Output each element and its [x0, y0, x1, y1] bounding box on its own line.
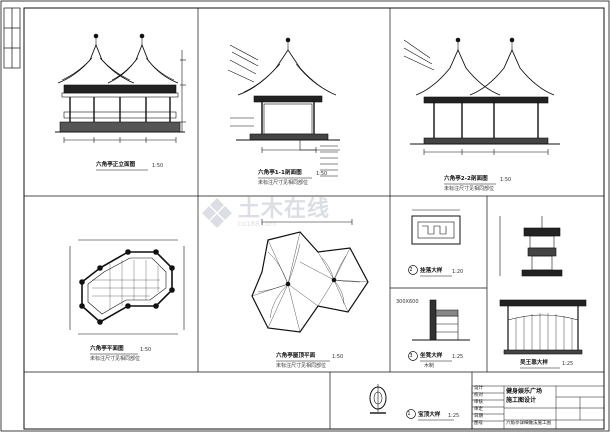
seat-dimension-label: 300X600 — [396, 299, 419, 305]
titleblock-row-check: 校对 — [474, 393, 483, 398]
titleblock-row-number: 图号 — [474, 421, 483, 426]
elevation-title: 六角亭正立面图 — [96, 162, 136, 168]
detail-circle-3 — [408, 351, 418, 361]
section22-scale: 1:50 — [500, 177, 512, 183]
wuwangkao-detail-drawing — [499, 299, 587, 355]
plan-note: 未标注尺寸见相同部位 — [90, 356, 141, 362]
title-block — [471, 385, 605, 430]
elevation-drawing — [55, 33, 186, 143]
section-2-2-drawing — [403, 37, 560, 155]
detail-circle-1 — [406, 409, 416, 419]
plan-drawing — [69, 239, 185, 335]
section-1-1-drawing — [227, 37, 340, 177]
detail1-scale: 1:25 — [448, 413, 460, 419]
section22-note: 未标注尺寸见相同部位 — [444, 186, 495, 192]
detail-circle-3-label: 3 — [409, 353, 413, 359]
plan-scale: 1:50 — [140, 347, 152, 353]
titleblock-drawing: 施工图设计 — [506, 397, 537, 404]
section11-scale: 1:50 — [316, 171, 328, 177]
detail4-scale: 1:25 — [562, 361, 574, 367]
elevation-scale: 1:50 — [152, 163, 164, 169]
titleblock-row-approve: 审定 — [474, 407, 483, 412]
roof-plan-drawing — [251, 219, 369, 333]
railing-detail-drawing — [411, 209, 461, 245]
detail3-scale: 1:25 — [452, 354, 464, 360]
roofplan-note: 未标注尺寸见相同部位 — [276, 363, 327, 369]
detail-circle-2 — [408, 265, 418, 275]
detail3-sub: 木制 — [424, 363, 435, 369]
titleblock-row-date: 日期 — [474, 414, 483, 419]
titleblock-row-review: 审核 — [474, 400, 483, 405]
section22-title: 六角亭2-2剖面图 — [444, 176, 488, 182]
detail3-title: 坐凳大样 — [420, 353, 443, 359]
titleblock-project: 健身娱乐广场 — [506, 388, 543, 395]
drawing-frame — [23, 7, 605, 430]
roofplan-scale: 1:50 — [332, 354, 344, 360]
finial-section-drawing — [369, 384, 387, 414]
detail2-scale: 1:20 — [452, 269, 464, 275]
detail2-title: 挂落大样 — [420, 268, 443, 274]
detail-circle-1-label: 1 — [407, 411, 411, 417]
plan-title: 六角亭平面图 — [90, 346, 124, 352]
section11-title: 六角亭1-1剖面图 — [258, 170, 302, 176]
watermark-text: 土木在线 — [238, 196, 331, 222]
bench-detail-drawing — [412, 299, 470, 341]
detail4-title: 吴王靠大样 — [520, 360, 548, 366]
titleblock-row-design: 设计 — [474, 386, 483, 391]
roofplan-title: 六角亭屋顶平面 — [276, 353, 316, 359]
detail-circle-2-label: 2 — [409, 267, 413, 273]
watermark-subtext: co188.com — [238, 219, 277, 228]
section11-note: 未标注尺寸见相同部位 — [258, 180, 309, 186]
finial-detail-drawing — [499, 216, 563, 277]
watermark-logo-icon — [202, 198, 232, 228]
detail1-title: 宝顶大样 — [418, 412, 441, 418]
watermark: 土木在线 co188.com — [200, 196, 330, 230]
titleblock-remark: 六角亭详细做法施工图 — [506, 421, 551, 426]
